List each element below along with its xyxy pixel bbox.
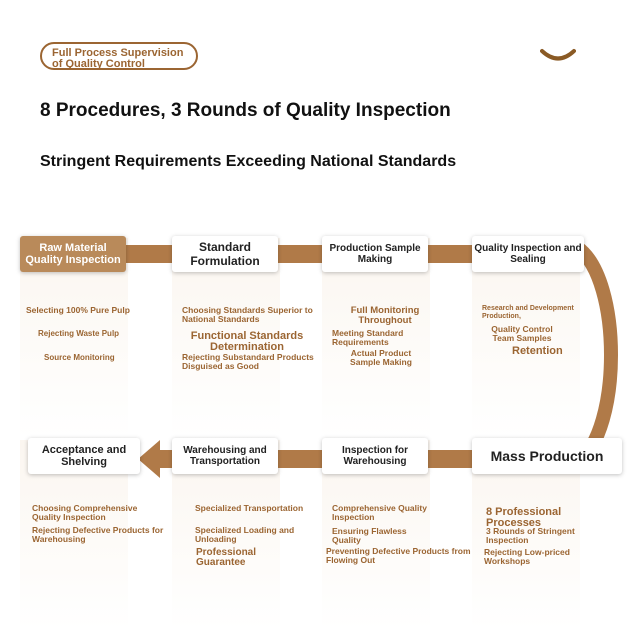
step-inspection-for-warehousing: Inspection for Warehousing [322,438,428,474]
list-item: Ensuring Flawless Quality [332,526,407,545]
connector-2-3 [278,245,324,263]
connector-1-2 [126,245,174,263]
step-warehousing-and-transportation: Warehousing and Transportation [172,438,278,474]
list-item: Choosing Standards Superior to National … [182,305,313,324]
list-item: 8 Professional Processes [486,506,562,529]
list-item: Full Monitoring Throughout [350,305,420,326]
step-title: Inspection for Warehousing [341,445,409,467]
step-title: Quality Inspection and Sealing [474,243,582,265]
list-item: Rejecting Low-priced Workshops [484,547,570,566]
list-item: Specialized Transportation [195,503,304,513]
step-title: Acceptance and Shelving [41,444,127,468]
connector-8-7 [428,450,474,468]
return-curve-connector [573,242,618,468]
step-title: Raw Material Quality Inspection [25,242,121,266]
list-item: Rejecting Waste Pulp [38,329,120,338]
step-title: Warehousing and Transportation [183,445,267,467]
badge-line-1: Full Process Supervision [52,47,184,59]
list-item: Quality Control Team Samples [491,324,553,343]
list-item: Specialized Loading and Unloading [195,525,295,544]
list-item: Selecting 100% Pure Pulp [26,305,130,315]
connector-7-6 [278,450,324,468]
list-item: Functional Standards Determination [190,330,304,353]
section-badge: Full Process Supervision of Quality Cont… [40,42,198,70]
list-item: Choosing Comprehensive Quality Inspectio… [32,503,138,522]
list-item: Actual Product Sample Making [350,348,412,367]
list-item: Meeting Standard Requirements [332,328,404,347]
list-item: Preventing Defective Products from Flowi… [326,546,471,565]
arrow-left-icon [138,440,160,478]
connector-3-4 [428,245,474,263]
connector-6-5 [158,450,174,468]
list-item: Professional Guarantee [196,547,257,568]
list-item: Source Monitoring [44,353,115,362]
list-item: Rejecting Defective Products for Warehou… [32,525,164,544]
step-mass-production: Mass Production [472,438,622,474]
page-subtitle: Stringent Requirements Exceeding Nationa… [40,153,457,170]
list-item: 3 Rounds of Stringent Inspection [486,526,575,545]
step-title: Standard Formulation [190,240,260,268]
list-item: Retention [512,345,563,357]
list-item: Rejecting Substandard Products Disguised… [182,352,314,371]
badge-line-2: of Quality Control [52,58,145,70]
step-title: Production Sample Making [329,243,421,265]
smile-icon [540,49,576,61]
page-title: 8 Procedures, 3 Rounds of Quality Inspec… [40,100,451,121]
step-standard-formulation: Standard Formulation [172,236,278,272]
step-raw-material-quality-inspection: Raw Material Quality Inspection [20,236,126,272]
step-quality-inspection-and-sealing: Quality Inspection and Sealing [472,236,584,272]
list-item: Research and Development Production, [482,305,574,320]
step-production-sample-making: Production Sample Making [322,236,428,272]
list-item: Comprehensive Quality Inspection [332,503,427,522]
step-title: Mass Production [490,448,604,464]
step-acceptance-and-shelving: Acceptance and Shelving [28,438,140,474]
